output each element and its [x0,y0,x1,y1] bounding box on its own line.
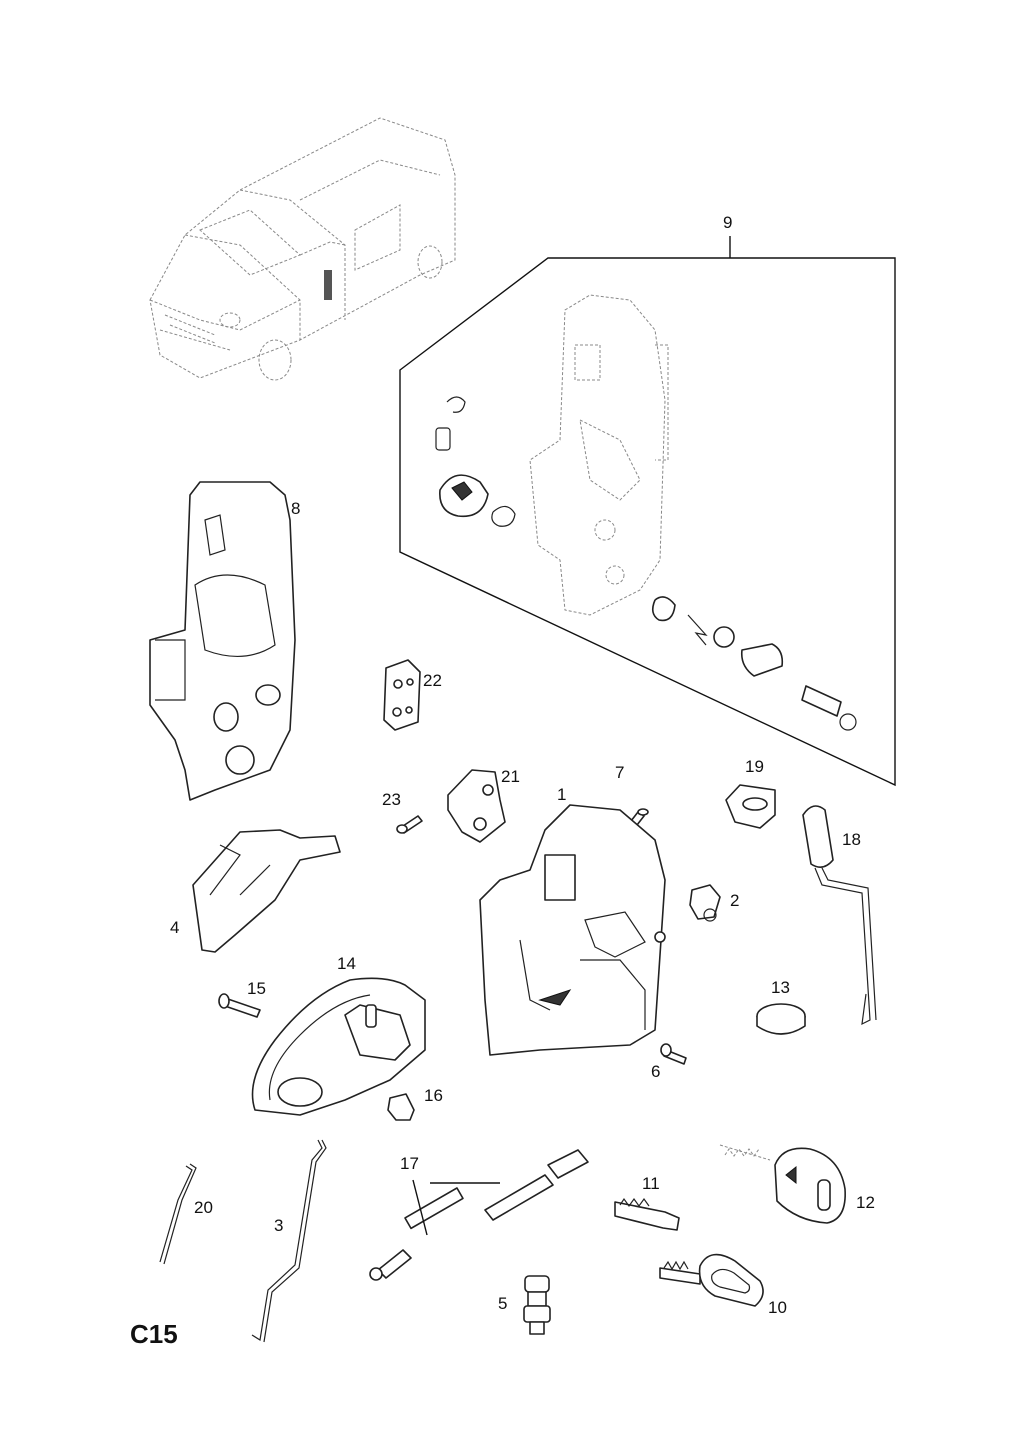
part-22-plate [383,659,421,731]
label-part-19: 19 [745,757,764,776]
label-part-1: 1 [557,785,566,804]
label-part-8: 8 [291,499,300,518]
part-14-outer-handle [251,977,426,1116]
label-part-12: 12 [856,1193,875,1212]
leader-lines [412,1179,500,1236]
part-6-screw [660,1043,687,1065]
label-part-21: 21 [501,767,520,786]
label-part-15: 15 [247,979,266,998]
part-labels: 9 8 22 7 19 21 23 1 18 2 4 14 13 15 6 16… [130,213,875,1349]
part-2-clip [689,884,721,922]
label-part-3: 3 [274,1216,283,1235]
label-part-2: 2 [730,891,739,910]
label-part-13: 13 [771,978,790,997]
part-8-housing [149,481,296,801]
part-20-rod [159,1163,197,1265]
label-part-22: 22 [423,671,442,690]
lock-kit-contents [435,294,857,731]
part-23-screw [396,815,423,834]
label-part-17: 17 [400,1154,419,1173]
part-18-rod [802,805,877,1026]
part-19-bezel [725,784,776,829]
part-17-rods [369,1149,589,1281]
label-part-11: 11 [642,1174,660,1193]
label-part-9: 9 [723,213,732,232]
label-part-14: 14 [337,954,356,973]
label-part-16: 16 [424,1086,443,1105]
part-3-rod [251,1139,327,1343]
label-part-23: 23 [382,790,401,809]
label-part-5: 5 [498,1294,507,1313]
kit-frame [399,236,896,787]
part-13-cap [756,1003,806,1035]
part-1-lock-body [479,804,666,1056]
vehicle-overview [149,117,456,381]
part-16-clip [387,1093,415,1121]
page-code: C15 [130,1319,178,1349]
part-12-remote-key [719,1144,846,1224]
part-4-handle [192,829,341,953]
part-15-bolt [218,993,261,1018]
part-5-grommet [523,1275,551,1335]
part-10-key [659,1253,764,1307]
label-part-4: 4 [170,918,179,937]
label-part-18: 18 [842,830,861,849]
label-part-10: 10 [768,1298,787,1317]
label-part-7: 7 [615,763,624,782]
part-11-key-blank [614,1197,680,1231]
part-21-bracket [447,769,506,843]
label-part-6: 6 [651,1062,660,1081]
label-part-20: 20 [194,1198,213,1217]
